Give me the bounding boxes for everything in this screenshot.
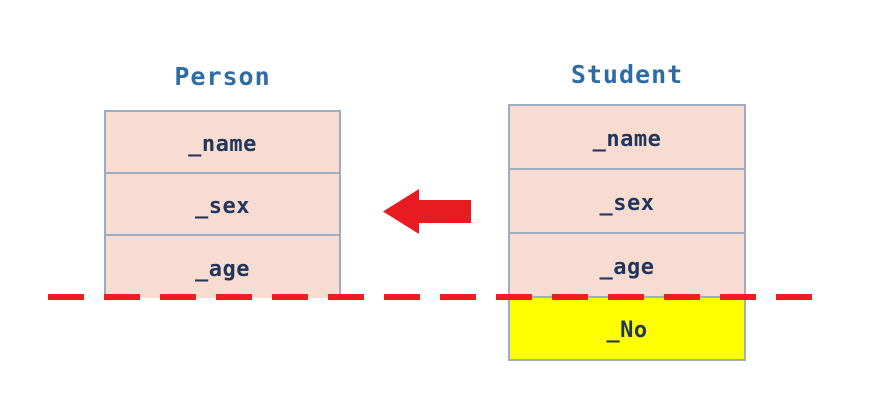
- attribute-row[interactable]: _sex: [510, 170, 744, 234]
- attribute-label: _No: [606, 318, 648, 343]
- class-box-student[interactable]: _name _sex _age _No: [508, 104, 746, 361]
- attribute-label: _age: [195, 256, 250, 282]
- attribute-label: _sex: [599, 190, 655, 216]
- attribute-label: _age: [599, 254, 655, 280]
- attribute-label: _name: [188, 131, 257, 157]
- attribute-label: _name: [592, 126, 662, 152]
- class-title-person: Person: [174, 62, 271, 91]
- attribute-row[interactable]: _name: [510, 106, 744, 170]
- attribute-label: _sex: [195, 193, 250, 219]
- class-box-person[interactable]: _name _sex _age: [104, 110, 341, 298]
- inheritance-arrow-icon: [383, 189, 471, 234]
- attribute-row[interactable]: _name: [106, 112, 339, 174]
- class-title-student: Student: [570, 60, 684, 89]
- attribute-row[interactable]: _age: [510, 234, 744, 298]
- inherited-members-divider: [48, 294, 812, 300]
- attribute-row[interactable]: _age: [106, 236, 339, 298]
- attribute-row[interactable]: _sex: [106, 174, 339, 236]
- attribute-row-highlighted[interactable]: _No: [510, 298, 744, 359]
